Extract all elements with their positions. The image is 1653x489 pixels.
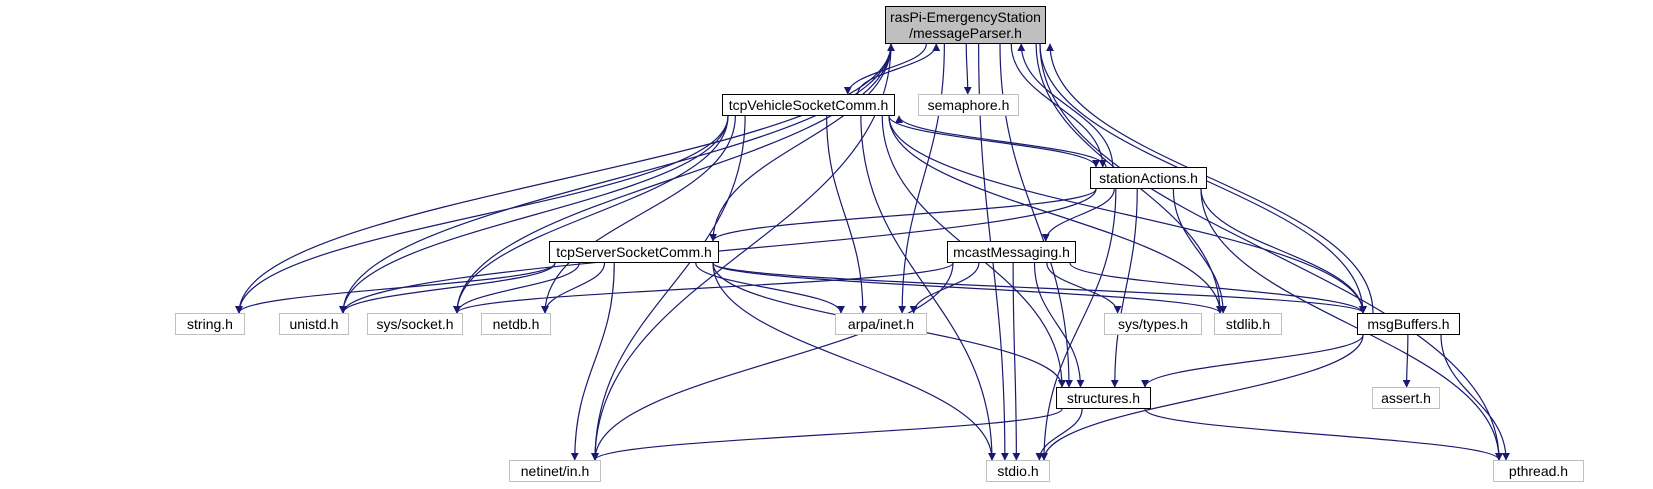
edge-msgBuffers-to-structures (1141, 334, 1364, 388)
node-sys-socket-h-label: sys/socket.h (376, 316, 454, 332)
edge-structures-to-pthread (1144, 408, 1503, 461)
edge-messageParser-to-unistd (339, 43, 892, 314)
edge-tcpServerSocketComm-to-unistd (339, 262, 556, 314)
edge-stationActions-to-msgBuffers (1200, 188, 1367, 314)
node-pthread-h: pthread.h (1493, 460, 1584, 482)
node-msgbuffers-h-label: msgBuffers.h (1367, 316, 1450, 332)
edge-msgBuffers-to-assert (1402, 334, 1411, 388)
node-unistd-h-label: unistd.h (289, 316, 339, 332)
node-mcastmessaging-h[interactable]: mcastMessaging.h (947, 241, 1076, 263)
node-messageparser-h-line1: rasPi-EmergencyStation (890, 9, 1041, 25)
edge-stationActions-to-tcpServerSocketComm (709, 188, 1097, 242)
edge-messageParser-to-tcpVehicleSocketComm (843, 43, 927, 95)
edge-structures-to-netinetin (591, 408, 1063, 461)
node-tcpserversocketcomm-h[interactable]: tcpServerSocketComm.h (549, 241, 719, 263)
edge-stationActions-to-stdlib (1172, 188, 1228, 314)
edge-messageParser-to-arpainet (898, 43, 945, 314)
edge-tcpServerSocketComm-to-syssocket (453, 262, 580, 314)
edge-stationActions-to-structures (1110, 188, 1138, 388)
edge-msgBuffers-to-pthread (1440, 334, 1510, 461)
edge-mcastMessaging-to-systypes (1046, 262, 1122, 314)
node-sys-socket-h: sys/socket.h (367, 313, 463, 335)
node-pthread-h-label: pthread.h (1508, 463, 1569, 479)
node-netdb-h-label: netdb.h (492, 316, 540, 332)
edge-tcpVehicleSocketComm-to-stationActions (888, 115, 1100, 168)
edge-stationActions-to-pthread (1200, 188, 1503, 461)
node-string-h: string.h (175, 313, 245, 335)
node-structures-h-label: structures.h (1066, 390, 1141, 406)
edge-tcpServerSocketComm-to-stdlib (712, 262, 1224, 314)
node-msgbuffers-h[interactable]: msgBuffers.h (1357, 313, 1460, 335)
node-netdb-h: netdb.h (481, 313, 551, 335)
edge-stationActions-to-messageParser (1017, 43, 1114, 168)
edge-tcpVehicleSocketComm-to-netinetin (591, 115, 746, 461)
node-arpa-inet-h: arpa/inet.h (835, 313, 927, 335)
edge-tcpServerSocketComm-to-string (235, 262, 556, 314)
edge-structures-to-stdio (1035, 408, 1083, 461)
node-sys-types-h-label: sys/types.h (1117, 316, 1189, 332)
node-messageparser-h[interactable]: rasPi-EmergencyStation /messageParser.h (885, 6, 1046, 44)
edge-tcpServerSocketComm-to-messageParser (712, 43, 895, 242)
edge-tcpServerSocketComm-to-netdb (541, 262, 606, 314)
edge-tcpVehicleSocketComm-to-string (235, 115, 729, 314)
node-stdlib-h: stdlib.h (1214, 313, 1282, 335)
edge-messageParser-to-semaphore (963, 43, 972, 95)
edge-stationActions-to-stdio (1040, 188, 1117, 461)
edge-tcpServerSocketComm-to-arpainet (695, 262, 845, 314)
node-stationactions-h[interactable]: stationActions.h (1090, 167, 1207, 189)
edge-tcpVehicleSocketComm-to-msgBuffers (888, 115, 1367, 314)
edge-mcastMessaging-to-msgBuffers (1069, 262, 1367, 314)
edge-mcastMessaging-to-syssocket (453, 262, 954, 314)
edge-tcpVehicleSocketComm-to-netdb (541, 115, 736, 314)
edge-tcpServerSocketComm-to-netinetin (570, 262, 615, 461)
node-semaphore-h-label: semaphore.h (927, 97, 1010, 113)
edge-tcpVehicleSocketComm-to-stdlib (888, 115, 1224, 314)
node-netinet-in-h: netinet/in.h (509, 460, 601, 482)
node-netinet-in-h-label: netinet/in.h (520, 463, 590, 479)
edge-tcpVehicleSocketComm-to-stdio (860, 115, 996, 461)
node-tcpvehiclesocketcomm-h-label: tcpVehicleSocketComm.h (728, 97, 889, 113)
edge-messageParser-to-string (235, 43, 892, 314)
edge-msgBuffers-to-stdio (1040, 334, 1364, 461)
node-stationactions-h-label: stationActions.h (1099, 170, 1198, 186)
node-tcpserversocketcomm-h-label: tcpServerSocketComm.h (556, 244, 712, 260)
edge-tcpServerSocketComm-to-stdio (712, 262, 996, 461)
edge-mcastMessaging-to-structures (1033, 262, 1085, 388)
edge-tcpVehicleSocketComm-to-unistd (339, 115, 729, 314)
edge-messageParser-to-stationActions (1010, 43, 1107, 168)
edge-tcpVehicleSocketComm-to-arpainet (826, 115, 867, 314)
node-messageparser-h-line2: /messageParser.h (909, 25, 1022, 41)
edge-msgBuffers-to-messageParser (1046, 43, 1374, 314)
edge-stationActions-to-mcastMessaging (1041, 188, 1115, 242)
node-string-h-label: string.h (187, 316, 233, 332)
node-semaphore-h: semaphore.h (918, 94, 1019, 116)
node-assert-h: assert.h (1372, 387, 1440, 409)
edge-stationActions-to-unistd (339, 188, 1097, 314)
node-tcpvehiclesocketcomm-h[interactable]: tcpVehicleSocketComm.h (722, 94, 895, 116)
edge-messageParser-to-pthread (1039, 43, 1503, 461)
edge-stationActions-to-tcpVehicleSocketComm (895, 115, 1107, 168)
node-arpa-inet-h-label: arpa/inet.h (847, 316, 915, 332)
node-unistd-h: unistd.h (279, 313, 349, 335)
edge-mcastMessaging-to-netinetin (591, 262, 954, 461)
node-mcastmessaging-h-label: mcastMessaging.h (953, 244, 1070, 260)
edge-tcpVehicleSocketComm-to-messageParser (857, 43, 941, 95)
edge-mcastMessaging-to-stdio (1012, 262, 1021, 461)
node-stdlib-h-label: stdlib.h (1225, 316, 1271, 332)
node-sys-types-h: sys/types.h (1104, 313, 1202, 335)
node-stdio-h-label: stdio.h (997, 463, 1039, 479)
node-structures-h[interactable]: structures.h (1056, 387, 1151, 409)
edge-tcpVehicleSocketComm-to-syssocket (453, 115, 729, 314)
node-assert-h-label: assert.h (1381, 390, 1431, 406)
edge-mcastMessaging-to-arpainet (909, 262, 980, 314)
node-stdio-h: stdio.h (986, 460, 1050, 482)
